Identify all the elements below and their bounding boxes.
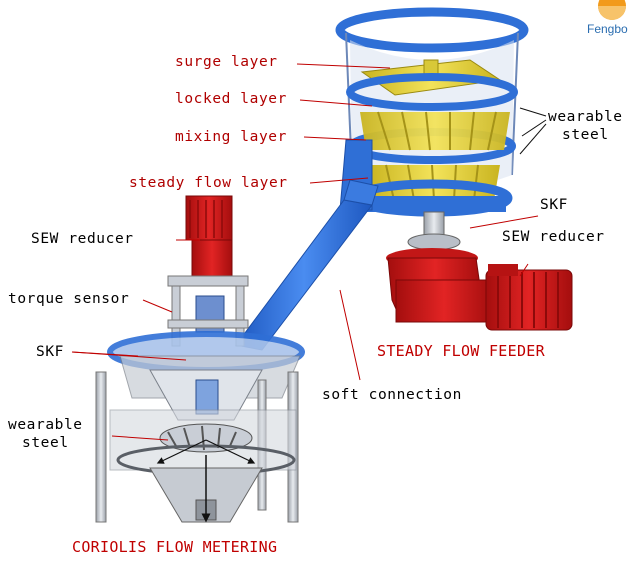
label-steady-flow-layer: steady flow layer	[129, 175, 288, 191]
leader-lines	[71, 63, 539, 441]
label-wearable-steel-left-line2: steel	[22, 435, 69, 451]
coriolis-meter	[95, 195, 305, 523]
label-sew-reducer-right: SEW reducer	[502, 229, 605, 245]
label-torque-sensor: torque sensor	[8, 291, 130, 307]
soft-connection-chute	[235, 179, 379, 351]
label-coriolis-flow-metering: CORIOLIS FLOW METERING	[72, 538, 278, 556]
label-sew-reducer-left: SEW reducer	[31, 231, 134, 247]
label-surge-layer: surge layer	[175, 54, 278, 70]
leader-lines-black	[519, 107, 547, 155]
label-wearable-steel-top-line1: wearable	[548, 109, 623, 125]
rotor-vanes-upper	[360, 111, 510, 151]
label-wearable-steel-top-line2: steel	[562, 127, 609, 143]
label-skf-left: SKF	[36, 344, 64, 360]
label-wearable-steel-left-line1: wearable	[8, 417, 83, 433]
label-soft-connection: soft connection	[322, 387, 462, 403]
label-locked-layer: locked layer	[175, 91, 287, 107]
label-skf-right: SKF	[540, 197, 568, 213]
fengbo-logo	[598, 0, 626, 20]
label-mixing-layer: mixing layer	[175, 129, 287, 145]
feeder-bin	[335, 7, 529, 261]
brand-name: Fengbo	[587, 22, 628, 36]
sew-reducer-motor-right	[386, 248, 573, 331]
label-steady-flow-feeder: STEADY FLOW FEEDER	[377, 342, 545, 360]
